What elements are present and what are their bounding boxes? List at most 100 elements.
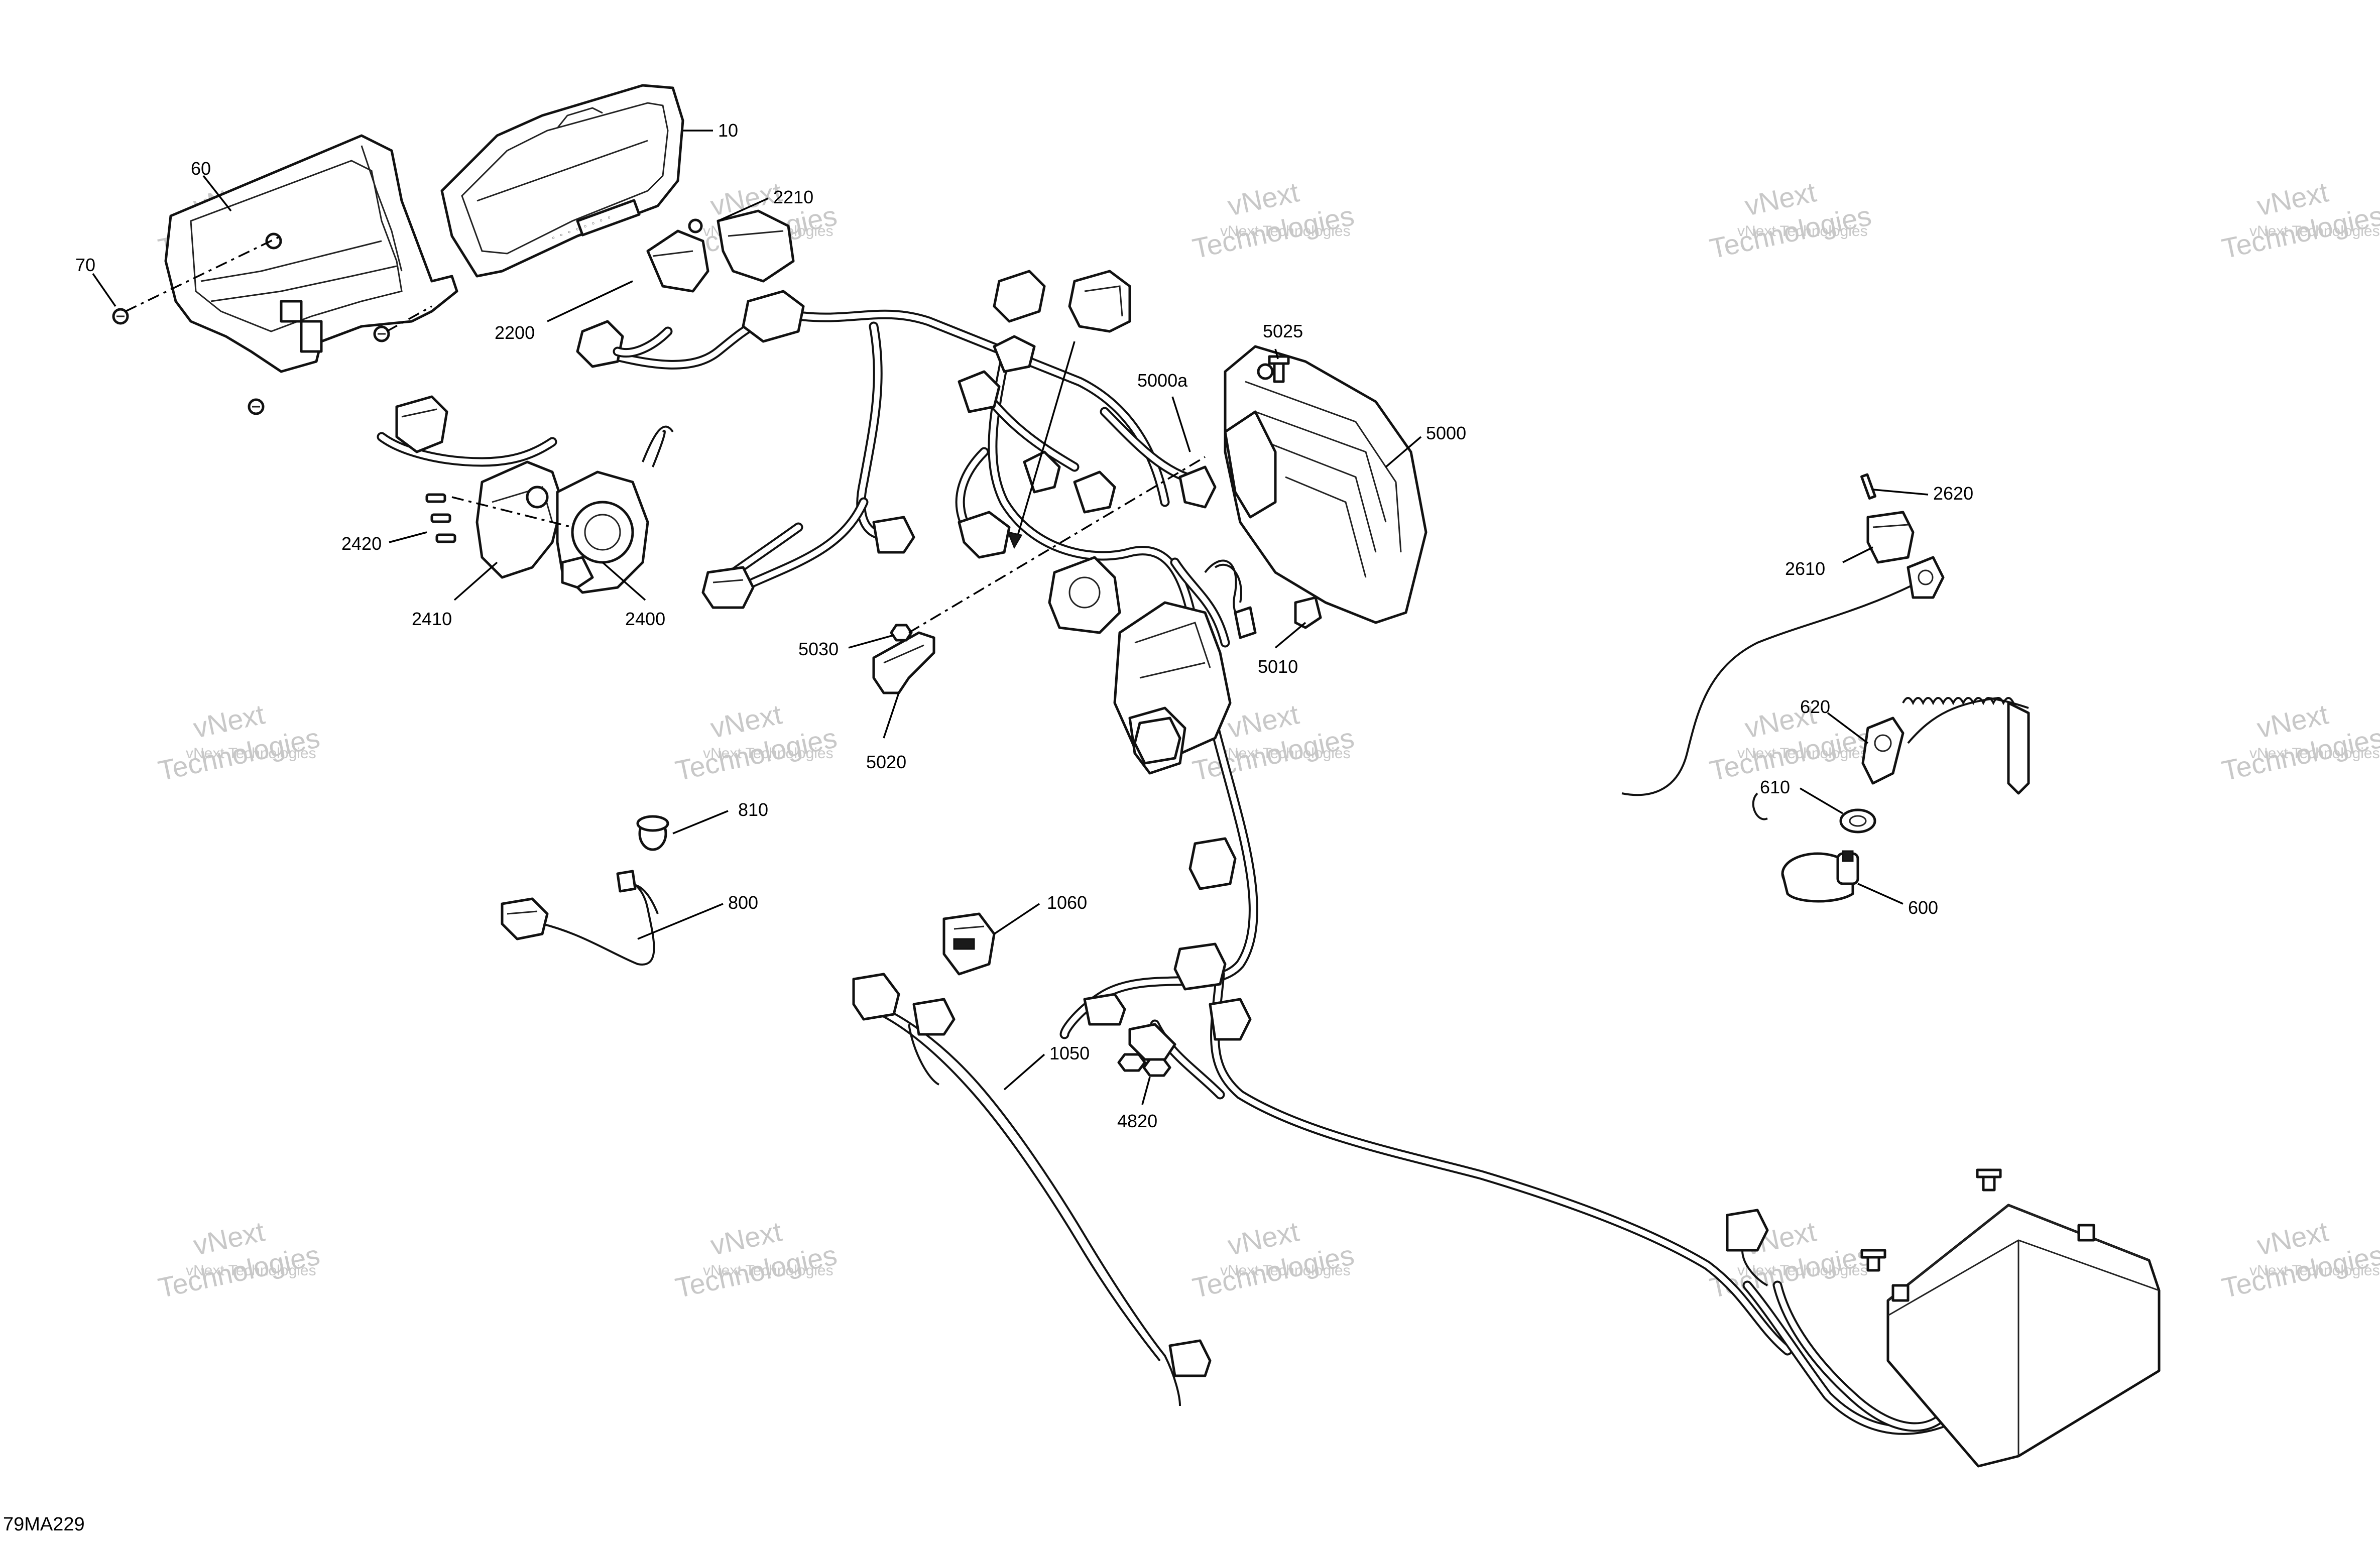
arrow-head bbox=[1007, 531, 1023, 549]
screw bbox=[265, 232, 282, 250]
svg-text:vNext Technologies: vNext Technologies bbox=[186, 1262, 316, 1279]
callout-5030: 5030 bbox=[798, 639, 839, 659]
callout-5020: 5020 bbox=[866, 752, 906, 772]
rocker-switch bbox=[942, 912, 996, 976]
watermark-layer: vNext Technologies vNext Technologies vN… bbox=[155, 176, 2380, 1303]
callout-620: 620 bbox=[1800, 696, 1830, 717]
harness-connector bbox=[1188, 837, 1237, 890]
callout-610: 610 bbox=[1760, 777, 1790, 797]
harness-connector bbox=[1133, 717, 1181, 765]
arrow-line bbox=[1013, 341, 1076, 548]
svg-text:vNext Technologies: vNext Technologies bbox=[186, 745, 316, 762]
dess-switch bbox=[1781, 850, 1859, 903]
dess-nut bbox=[1839, 808, 1876, 834]
terminal-nut bbox=[1117, 1053, 1146, 1072]
harness-connector bbox=[872, 516, 915, 554]
callout-2200: 2200 bbox=[495, 322, 535, 343]
callout-5000a: 5000a bbox=[1137, 370, 1188, 391]
callout-2410: 2410 bbox=[412, 609, 452, 629]
assembly-line bbox=[125, 235, 282, 312]
callout-1060: 1060 bbox=[1047, 892, 1087, 913]
callout-labels: 10 60 70 2210 2200 2420 2410 2400 5025 5… bbox=[75, 120, 1973, 1131]
harness-connector bbox=[1173, 942, 1227, 991]
callout-2620: 2620 bbox=[1933, 483, 1973, 504]
sensor-harness bbox=[501, 870, 659, 966]
watermark: vNext Technologies vNext Technologies bbox=[1189, 1215, 1357, 1303]
battery bbox=[1886, 1204, 2161, 1468]
callout-1050: 1050 bbox=[1049, 1043, 1090, 1063]
watermark: vNext Technologies vNext Technologies bbox=[1189, 176, 1357, 264]
assembly-line bbox=[386, 305, 432, 332]
harness-connector bbox=[1209, 998, 1252, 1041]
ecm-module bbox=[1224, 345, 1427, 624]
callout-60: 60 bbox=[191, 158, 211, 179]
battery-connector bbox=[1726, 1209, 1769, 1286]
watermark: vNext Technologies vNext Technologies bbox=[2219, 1215, 2380, 1303]
switch-housing-lower bbox=[475, 460, 564, 579]
tether-coil bbox=[1902, 697, 2030, 795]
rubber-cap bbox=[636, 815, 669, 851]
dess-tether-clip bbox=[1861, 717, 1905, 785]
dess-cover-pin bbox=[1860, 473, 1877, 500]
screw bbox=[373, 325, 390, 342]
harness-connector bbox=[993, 335, 1036, 373]
diagram-code: 79MA229 bbox=[3, 1514, 85, 1535]
watermark: vNext Technologies vNext Technologies bbox=[1707, 698, 1874, 786]
svg-text:vNext Technologies: vNext Technologies bbox=[2249, 1262, 2380, 1279]
accessory-harness bbox=[852, 973, 1212, 1406]
callout-10: 10 bbox=[718, 120, 738, 141]
svg-text:vNext Technologies: vNext Technologies bbox=[2249, 223, 2380, 240]
callout-800: 800 bbox=[728, 892, 758, 913]
pigtail-5000a bbox=[1204, 559, 1257, 639]
callout-2210: 2210 bbox=[773, 187, 813, 207]
watermark: vNext Technologies vNext Technologies bbox=[155, 698, 322, 786]
callout-2420: 2420 bbox=[341, 533, 382, 554]
watermark: vNext Technologies vNext Technologies bbox=[2219, 698, 2380, 786]
callout-600: 600 bbox=[1908, 897, 1938, 918]
watermark: vNext Technologies vNext Technologies bbox=[672, 698, 840, 786]
harness-connector bbox=[701, 566, 755, 609]
screw bbox=[248, 398, 265, 415]
battery-bolt bbox=[1976, 1168, 2002, 1192]
dess-cover bbox=[1866, 511, 1915, 564]
callout-5025: 5025 bbox=[1263, 321, 1303, 341]
gauge-harness-connector bbox=[646, 209, 805, 343]
svg-text:vNext Technologies: vNext Technologies bbox=[1220, 1262, 1351, 1279]
watermark: vNext Technologies vNext Technologies bbox=[155, 1215, 322, 1303]
callout-5010: 5010 bbox=[1258, 656, 1298, 677]
harness-connector bbox=[958, 511, 1011, 559]
screw bbox=[112, 308, 129, 325]
watermark: vNext Technologies vNext Technologies bbox=[1707, 176, 1874, 264]
assembly-line bbox=[908, 456, 1206, 634]
harness-connector bbox=[1178, 465, 1217, 509]
assembly-line bbox=[451, 496, 573, 528]
nut bbox=[890, 624, 913, 642]
mounting-bracket bbox=[872, 631, 935, 694]
gauge-support-bracket bbox=[164, 134, 458, 373]
svg-text:vNext Technologies: vNext Technologies bbox=[1220, 745, 1351, 762]
svg-text:vNext Technologies: vNext Technologies bbox=[2249, 745, 2380, 762]
harness-connector bbox=[958, 370, 1001, 413]
svg-text:vNext Technologies: vNext Technologies bbox=[1220, 223, 1351, 240]
watermark: vNext Technologies vNext Technologies bbox=[2219, 176, 2380, 264]
harness-connector bbox=[993, 270, 1046, 323]
switch-module-top bbox=[1068, 270, 1131, 333]
instrument-cluster: ◦ ◦ ◦ ◦ ◦ ◦ ◦ ◦ bbox=[440, 84, 684, 278]
svg-text:vNext Technologies: vNext Technologies bbox=[1737, 1262, 1868, 1279]
gauge-to-harness-connector bbox=[576, 320, 673, 368]
multifunction-switch-harness bbox=[377, 395, 674, 467]
dess-post bbox=[1907, 556, 1945, 599]
callout-70: 70 bbox=[75, 255, 95, 275]
svg-text:vNext Technologies: vNext Technologies bbox=[1737, 745, 1868, 762]
svg-text:vNext Technologies: vNext Technologies bbox=[703, 745, 834, 762]
callout-2610: 2610 bbox=[1785, 558, 1825, 579]
svg-text:vNext Technologies: vNext Technologies bbox=[703, 1262, 834, 1279]
callout-810: 810 bbox=[738, 799, 768, 820]
callout-4820: 4820 bbox=[1117, 1111, 1157, 1131]
switch-housing-upper bbox=[556, 470, 649, 594]
watermark: vNext Technologies vNext Technologies bbox=[672, 1215, 840, 1303]
svg-text:vNext Technologies: vNext Technologies bbox=[1737, 223, 1868, 240]
battery-bolt bbox=[1860, 1249, 1886, 1272]
callout-5000: 5000 bbox=[1426, 423, 1466, 443]
